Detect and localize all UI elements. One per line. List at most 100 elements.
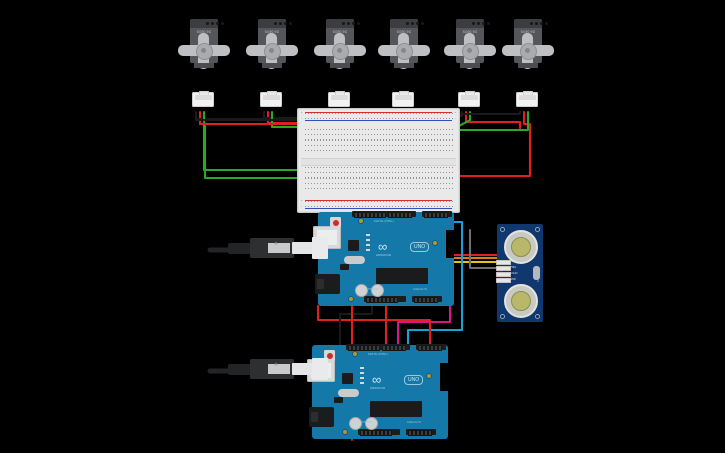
breadboard-hole[interactable] xyxy=(404,113,406,115)
breadboard-hole[interactable] xyxy=(350,182,352,184)
breadboard-hole[interactable] xyxy=(431,172,433,174)
breadboard-hole[interactable] xyxy=(320,187,322,190)
breadboard-hole[interactable] xyxy=(413,187,415,190)
breadboard-hole[interactable] xyxy=(452,177,454,179)
breadboard-hole[interactable] xyxy=(353,205,355,207)
breadboard-hole[interactable] xyxy=(353,172,355,174)
breadboard-hole[interactable] xyxy=(323,139,325,141)
breadboard-hole[interactable] xyxy=(422,144,424,146)
breadboard-hole[interactable] xyxy=(401,144,403,146)
breadboard-hole[interactable] xyxy=(407,139,409,141)
breadboard-hole[interactable] xyxy=(353,129,355,131)
breadboard-hole[interactable] xyxy=(410,149,412,152)
breadboard-hole[interactable] xyxy=(323,134,325,136)
breadboard-hole[interactable] xyxy=(368,139,370,141)
breadboard-hole[interactable] xyxy=(425,134,427,136)
breadboard-hole[interactable] xyxy=(374,177,376,179)
breadboard-hole[interactable] xyxy=(377,144,379,146)
breadboard-hole[interactable] xyxy=(413,182,415,184)
breadboard-hole[interactable] xyxy=(449,177,451,179)
breadboard-hole[interactable] xyxy=(356,144,358,146)
breadboard-hole[interactable] xyxy=(332,113,334,115)
breadboard-hole[interactable] xyxy=(416,129,418,131)
breadboard-hole[interactable] xyxy=(440,167,442,169)
breadboard-hole[interactable] xyxy=(341,205,343,207)
breadboard-hole[interactable] xyxy=(437,139,439,141)
breadboard-hole[interactable] xyxy=(341,139,343,141)
breadboard-hole[interactable] xyxy=(392,172,394,174)
breadboard-hole[interactable] xyxy=(383,149,385,152)
breadboard-hole[interactable] xyxy=(332,149,334,152)
breadboard-hole[interactable] xyxy=(431,149,433,152)
breadboard-hole[interactable] xyxy=(311,205,313,207)
breadboard-hole[interactable] xyxy=(422,113,424,115)
breadboard-hole[interactable] xyxy=(389,113,391,115)
breadboard-hole[interactable] xyxy=(383,144,385,146)
breadboard-hole[interactable] xyxy=(413,149,415,152)
breadboard-hole[interactable] xyxy=(365,144,367,146)
breadboard-hole[interactable] xyxy=(362,129,364,131)
breadboard-hole[interactable] xyxy=(383,205,385,207)
breadboard-hole[interactable] xyxy=(323,182,325,184)
breadboard-hole[interactable] xyxy=(404,144,406,146)
breadboard-hole[interactable] xyxy=(371,113,373,115)
breadboard-hole[interactable] xyxy=(380,201,382,203)
breadboard-hole[interactable] xyxy=(356,117,358,119)
breadboard-hole[interactable] xyxy=(449,129,451,131)
breadboard-hole[interactable] xyxy=(407,144,409,146)
breadboard-hole[interactable] xyxy=(410,113,412,115)
sensor-pin-header[interactable]: VCC TRIG ECHO GND xyxy=(496,260,518,286)
breadboard-hole[interactable] xyxy=(413,129,415,131)
breadboard-hole[interactable] xyxy=(383,113,385,115)
breadboard-hole[interactable] xyxy=(383,172,385,174)
breadboard-hole[interactable] xyxy=(452,113,454,115)
breadboard-hole[interactable] xyxy=(350,129,352,131)
breadboard-hole[interactable] xyxy=(401,129,403,131)
breadboard-hole[interactable] xyxy=(344,149,346,152)
breadboard-hole[interactable] xyxy=(449,201,451,203)
breadboard-hole[interactable] xyxy=(326,182,328,184)
breadboard-hole[interactable] xyxy=(329,139,331,141)
breadboard-hole[interactable] xyxy=(446,187,448,190)
breadboard-hole[interactable] xyxy=(449,172,451,174)
breadboard-hole[interactable] xyxy=(317,201,319,203)
breadboard-hole[interactable] xyxy=(368,149,370,152)
breadboard-hole[interactable] xyxy=(356,201,358,203)
breadboard-hole[interactable] xyxy=(317,144,319,146)
breadboard-hole[interactable] xyxy=(386,172,388,174)
breadboard-hole[interactable] xyxy=(392,187,394,190)
breadboard-hole[interactable] xyxy=(341,117,343,119)
breadboard-hole[interactable] xyxy=(317,129,319,131)
breadboard-hole[interactable] xyxy=(401,205,403,207)
breadboard-hole[interactable] xyxy=(395,129,397,131)
breadboard-hole[interactable] xyxy=(320,139,322,141)
breadboard-hole[interactable] xyxy=(401,172,403,174)
breadboard-hole[interactable] xyxy=(371,201,373,203)
breadboard-hole[interactable] xyxy=(434,117,436,119)
breadboard-hole[interactable] xyxy=(311,134,313,136)
breadboard-hole[interactable] xyxy=(335,144,337,146)
breadboard-hole[interactable] xyxy=(347,187,349,190)
breadboard-hole[interactable] xyxy=(374,187,376,190)
breadboard-hole[interactable] xyxy=(329,205,331,207)
breadboard-hole[interactable] xyxy=(371,177,373,179)
sensor-pin-vcc[interactable] xyxy=(496,260,511,266)
breadboard-hole[interactable] xyxy=(398,113,400,115)
breadboard-hole[interactable] xyxy=(419,113,421,115)
breadboard-hole[interactable] xyxy=(365,149,367,152)
breadboard-hole[interactable] xyxy=(452,187,454,190)
breadboard-hole[interactable] xyxy=(389,201,391,203)
breadboard-hole[interactable] xyxy=(425,182,427,184)
breadboard-hole[interactable] xyxy=(386,205,388,207)
power-header[interactable] xyxy=(358,429,400,436)
breadboard-hole[interactable] xyxy=(434,177,436,179)
breadboard-hole[interactable] xyxy=(386,144,388,146)
breadboard-hole[interactable] xyxy=(356,139,358,141)
barrel-jack[interactable] xyxy=(309,407,334,427)
breadboard-hole[interactable] xyxy=(413,172,415,174)
breadboard-hole[interactable] xyxy=(323,205,325,207)
breadboard-hole[interactable] xyxy=(416,144,418,146)
breadboard-hole[interactable] xyxy=(446,167,448,169)
breadboard-hole[interactable] xyxy=(335,139,337,141)
breadboard-hole[interactable] xyxy=(401,167,403,169)
